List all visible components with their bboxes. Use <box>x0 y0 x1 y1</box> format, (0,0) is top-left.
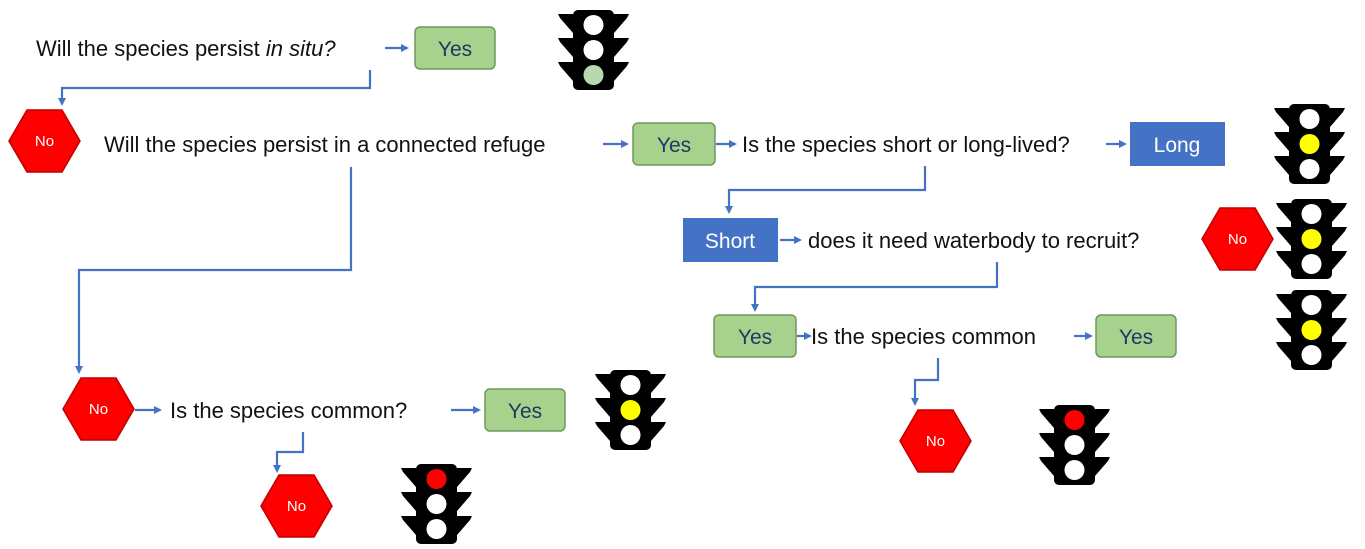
question-persist-in-situ: Will the species persist in situ? <box>36 36 336 61</box>
question-connected-refuge: Will the species persist in a connected … <box>104 132 545 157</box>
yes-label: Yes <box>657 134 691 157</box>
traffic-light-icon <box>1276 290 1347 370</box>
lamp-red <box>583 15 604 35</box>
question-persist-in-situ-italic: in situ? <box>266 36 336 61</box>
traffic-light-icon <box>595 370 666 450</box>
lamp-red <box>620 375 641 395</box>
lamp-green <box>1299 159 1320 179</box>
connectors <box>58 44 1127 473</box>
no-label: No <box>926 433 945 450</box>
lamp-yellow <box>620 400 641 420</box>
traffic-light-icon <box>1276 199 1347 279</box>
traffic-light-icon <box>1039 405 1110 485</box>
question-short-or-long-lived: Is the species short or long-lived? <box>742 132 1070 157</box>
connector-q5-no <box>911 358 940 406</box>
yes-box-connected-refuge: Yes <box>632 122 716 166</box>
yes-label: Yes <box>508 400 542 423</box>
lamp-yellow <box>583 40 604 60</box>
lamp-yellow <box>1301 320 1322 340</box>
yes-label: Yes <box>1119 326 1153 349</box>
no-label: No <box>89 401 108 418</box>
lamp-red <box>1301 295 1322 315</box>
short-label: Short <box>705 230 755 253</box>
connector-q3-short <box>725 166 927 214</box>
lamp-yellow <box>1299 134 1320 154</box>
lamp-yellow <box>426 494 447 514</box>
lamp-yellow <box>1064 435 1085 455</box>
no-label: No <box>287 498 306 515</box>
no-hexagon-persist-in-situ: No <box>8 109 81 173</box>
yes-label: Yes <box>438 38 472 61</box>
yes-box-species-common: Yes <box>484 388 566 432</box>
connector-q4-yes <box>751 262 999 312</box>
no-hexagon-species-common: No <box>260 474 333 538</box>
yes-box-persist-in-situ: Yes <box>414 26 496 70</box>
lamp-red <box>1299 109 1320 129</box>
lamp-yellow <box>1301 229 1322 249</box>
lamp-green <box>1301 254 1322 274</box>
lamp-green <box>1064 460 1085 480</box>
no-hexagon-needs-waterbody: No <box>1201 207 1274 271</box>
lamp-green <box>620 425 641 445</box>
connector-q2-no <box>75 167 353 374</box>
yes-label: Yes <box>738 326 772 349</box>
short-box: Short <box>683 218 778 262</box>
lamp-red <box>1064 410 1085 430</box>
connector-q1-no <box>58 70 372 106</box>
no-label: No <box>1228 231 1247 248</box>
no-hexagon-connected-refuge: No <box>62 377 135 441</box>
lamp-green <box>426 519 447 539</box>
question-persist-in-situ-prefix: Will the species persist <box>36 36 266 61</box>
question-needs-waterbody: does it need waterbody to recruit? <box>808 228 1139 253</box>
lamp-green <box>1301 345 1322 365</box>
no-hexagon-species-common-refuge: No <box>899 409 972 473</box>
traffic-light-icon <box>558 10 629 90</box>
yes-box-species-common-refuge: Yes <box>1095 314 1177 358</box>
no-label: No <box>35 133 54 150</box>
traffic-light-icon <box>1274 104 1345 184</box>
yes-box-needs-waterbody: Yes <box>713 314 797 358</box>
lamp-green <box>583 65 604 85</box>
question-species-common: Is the species common? <box>170 398 407 423</box>
connector-q6-no <box>273 432 305 473</box>
traffic-light-icon <box>401 464 472 544</box>
traffic-lights <box>401 10 1347 544</box>
question-species-common-refuge: Is the species common <box>811 324 1036 349</box>
long-box: Long <box>1130 122 1225 166</box>
lamp-red <box>1301 204 1322 224</box>
lamp-red <box>426 469 447 489</box>
long-label: Long <box>1154 134 1201 157</box>
